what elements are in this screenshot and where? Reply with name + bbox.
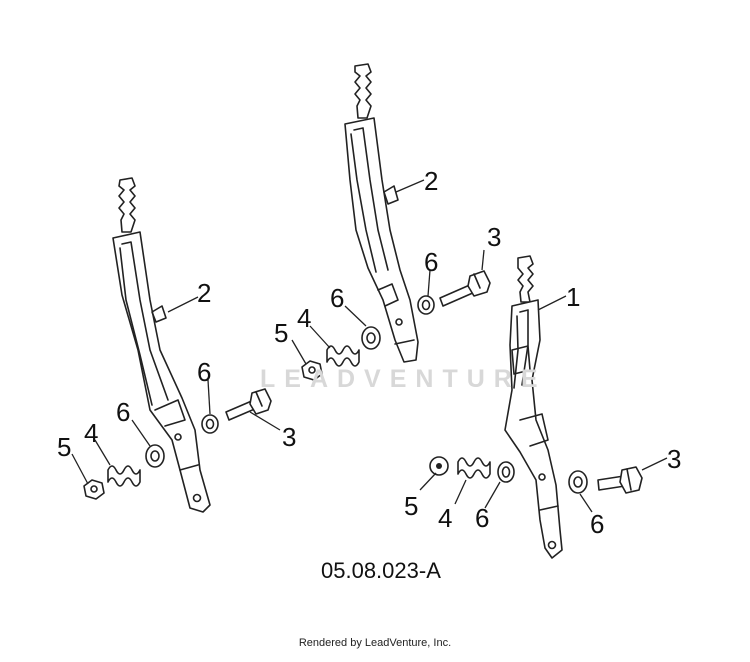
callout-right-6-right: 6: [590, 509, 604, 539]
callout-left-6-lower: 6: [116, 397, 130, 427]
callout-middle-6-left: 6: [330, 283, 344, 313]
callout-right-4: 4: [438, 503, 452, 533]
middle-washer-right: [417, 295, 435, 315]
right-shoulder-bolt: [597, 466, 643, 494]
callout-middle-6-right: 6: [424, 247, 438, 277]
callout-middle-2: 2: [424, 166, 438, 196]
callout-right-3: 3: [667, 444, 681, 474]
callout-left-6-upper: 6: [197, 357, 211, 387]
callout-right-6-left: 6: [475, 503, 489, 533]
right-washer-right: [568, 470, 588, 494]
right-washer-left: [497, 461, 515, 483]
right-nut: [429, 456, 449, 476]
callout-left-3: 3: [282, 422, 296, 452]
callout-left-5: 5: [57, 432, 71, 462]
middle-nut: [301, 360, 323, 381]
left-lever-arm: [112, 177, 211, 513]
render-credit: Rendered by LeadVenture, Inc.: [298, 637, 452, 649]
right-lever-arm: [504, 255, 563, 559]
left-washer-upper: [201, 414, 219, 434]
middle-lever-arm: [344, 63, 419, 363]
callout-left-4: 4: [84, 418, 98, 448]
callout-right-5: 5: [404, 491, 418, 521]
middle-shoulder-bolt: [439, 270, 491, 307]
callout-right-1: 1: [566, 282, 580, 312]
callout-middle-3: 3: [487, 222, 501, 252]
left-nut: [83, 479, 105, 500]
middle-washer-left: [361, 326, 381, 350]
middle-spring: [326, 345, 360, 367]
callout-left-2: 2: [197, 278, 211, 308]
callout-middle-4: 4: [297, 303, 311, 333]
watermark-text: LEADVENTURE: [260, 365, 547, 393]
left-shoulder-bolt: [225, 388, 272, 421]
leader-lines: [71, 179, 668, 513]
right-spring: [457, 457, 491, 479]
left-spring: [107, 465, 141, 487]
callout-numbers: 2 6 3 6 4 5 2 3 6 6 4 5 1 3 5 4 6 6: [57, 166, 681, 539]
left-washer-lower: [145, 444, 165, 468]
callout-middle-5: 5: [274, 318, 288, 348]
diagram-reference-code: 05.08.023-A: [321, 558, 441, 583]
